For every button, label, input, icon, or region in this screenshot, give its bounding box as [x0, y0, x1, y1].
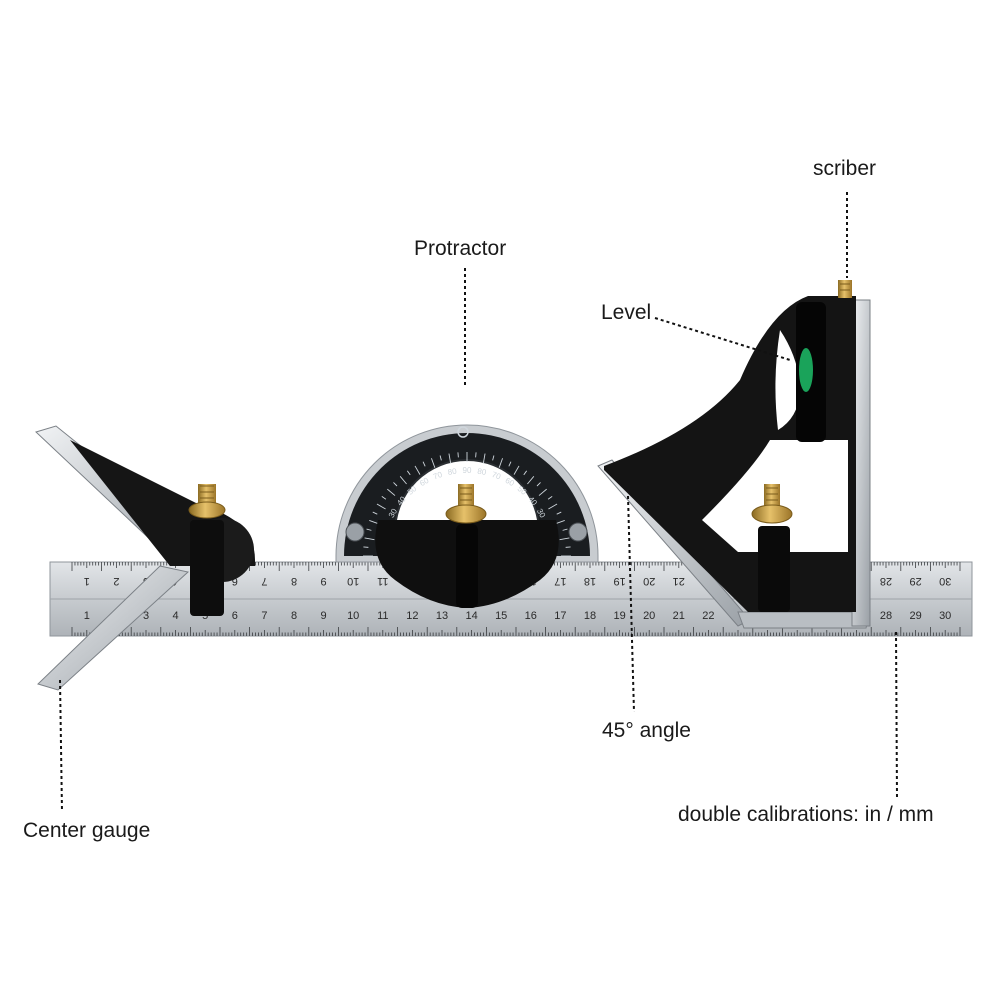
- ruler-bottom-number: 30: [939, 610, 951, 622]
- ruler-bottom-number: 19: [613, 610, 625, 622]
- ruler-bottom-number: 8: [291, 610, 297, 622]
- center-gauge-label: Center gauge: [23, 819, 151, 842]
- protractor-angle-number: 70: [491, 470, 503, 482]
- protractor-angle-number: 70: [432, 470, 444, 482]
- ruler-bottom-number: 7: [261, 610, 267, 622]
- ruler-top-number: 18: [584, 575, 596, 587]
- double-calibrations-label: double calibrations: in / mm: [678, 803, 934, 826]
- ruler-top-number: 30: [939, 575, 951, 587]
- ruler-top-number: 1: [84, 575, 90, 587]
- ruler-top-number: 19: [613, 575, 625, 587]
- ruler-top-number: 20: [643, 575, 655, 587]
- ruler-bottom-number: 20: [643, 610, 655, 622]
- ruler-bottom-number: 9: [321, 610, 327, 622]
- protractor-angle-number: 80: [447, 466, 458, 477]
- scriber-label: scriber: [813, 157, 877, 180]
- ruler-bottom-number: 13: [436, 610, 448, 622]
- ruler-top-number: 8: [291, 575, 297, 587]
- callout-leaders: [59, 192, 898, 813]
- ruler-bottom-number: 22: [702, 610, 714, 622]
- ruler-bottom-number: 11: [377, 610, 388, 622]
- ruler-bottom-number: 6: [232, 610, 238, 622]
- ruler-top-number: 21: [673, 575, 685, 587]
- square-head: [597, 280, 871, 629]
- ruler-bottom-number: 4: [173, 610, 179, 622]
- ruler-top-number: 17: [554, 575, 566, 587]
- ruler-top-number: 6: [232, 575, 238, 587]
- ruler-bottom-number: 10: [347, 610, 359, 622]
- ruler-top-number: 9: [321, 575, 327, 587]
- ruler-top-number: 7: [261, 575, 267, 587]
- ruler-bottom-number: 12: [406, 610, 418, 622]
- ruler-top-number: 29: [909, 575, 921, 587]
- ruler-top-number: 11: [377, 575, 388, 587]
- protractor-angle-number: 90: [463, 466, 472, 475]
- angle-45-label: 45° angle: [602, 719, 691, 742]
- ruler-top-number: 28: [880, 575, 892, 587]
- ruler-bottom-number: 17: [554, 610, 566, 622]
- ruler-top-number: 10: [347, 575, 359, 587]
- ruler-top-number: 2: [113, 575, 119, 587]
- ruler-bottom-number: 14: [465, 610, 477, 622]
- ruler-bottom-number: 3: [143, 610, 149, 622]
- ruler-bottom-number: 28: [880, 610, 892, 622]
- ruler-bottom-number: 29: [909, 610, 921, 622]
- ruler-bottom-number: 16: [525, 610, 537, 622]
- ruler-bottom-number: 1: [84, 610, 90, 622]
- protractor-head: 010203040506070809080706050403020100: [335, 424, 599, 608]
- protractor-label: Protractor: [414, 237, 507, 260]
- ruler-bottom-number: 18: [584, 610, 596, 622]
- level-label: Level: [601, 301, 652, 324]
- ruler-bottom-number: 21: [673, 610, 685, 622]
- protractor-angle-number: 80: [477, 467, 488, 478]
- center-gauge: [35, 425, 255, 691]
- ruler-bottom-number: 15: [495, 610, 507, 622]
